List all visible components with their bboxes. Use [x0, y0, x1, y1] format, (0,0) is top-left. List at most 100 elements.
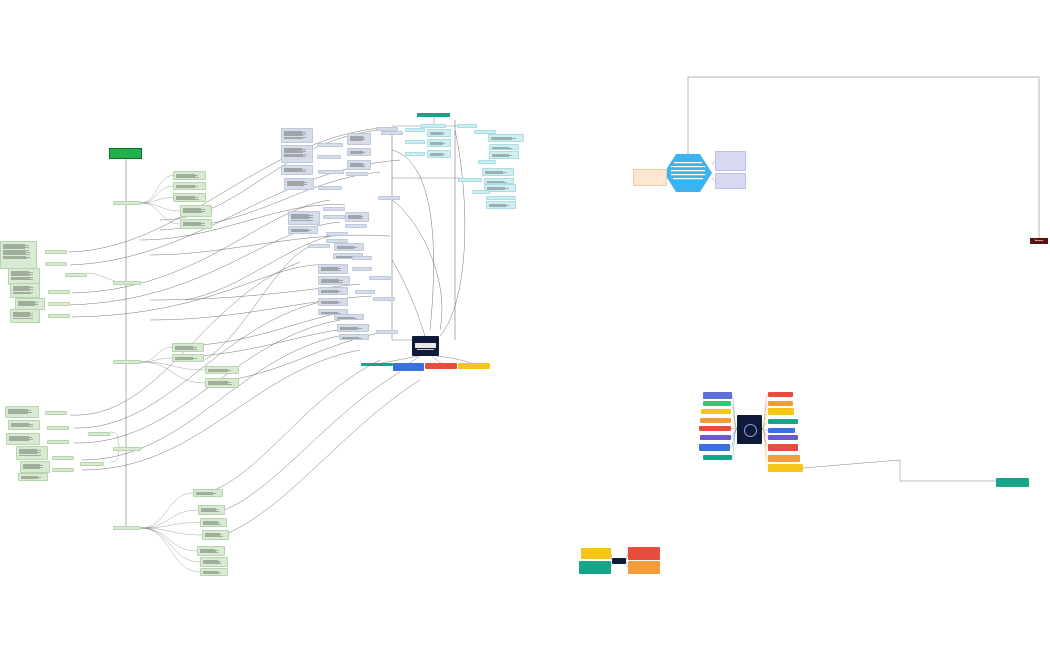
center-blue-node[interactable] [352, 267, 372, 271]
center-blue-node[interactable] [308, 244, 330, 248]
center-blue-node[interactable] [317, 143, 343, 147]
center-blue-node[interactable] [339, 334, 369, 340]
small-map-yellow[interactable] [581, 548, 611, 559]
left-outer-leaf[interactable] [18, 473, 48, 481]
center-blue-node[interactable] [281, 145, 313, 163]
center-blue-node[interactable] [318, 287, 348, 295]
left-mid-node[interactable] [65, 273, 87, 277]
center-blue-node[interactable] [345, 224, 367, 228]
left-leaf-node[interactable] [205, 366, 239, 374]
left-leaf-node[interactable] [202, 530, 229, 540]
center-cyan-node[interactable] [427, 129, 451, 137]
center-blue-node[interactable] [376, 330, 398, 334]
center-blue-node[interactable] [334, 314, 364, 320]
center-badge-red[interactable] [425, 363, 457, 369]
center-cyan-node[interactable] [405, 152, 425, 156]
radial-left-branch[interactable] [701, 409, 731, 414]
center-blue-node[interactable] [288, 211, 320, 225]
left-map-root[interactable] [109, 148, 142, 159]
left-outer-leaf[interactable] [8, 420, 40, 430]
center-blue-node[interactable] [284, 178, 314, 190]
left-leaf-node[interactable] [180, 219, 212, 229]
center-cyan-node[interactable] [427, 139, 451, 147]
left-mid-node[interactable] [45, 262, 67, 266]
left-mid-node[interactable] [48, 302, 70, 306]
left-outer-leaf[interactable] [20, 461, 50, 473]
left-branch-label[interactable] [113, 201, 141, 205]
left-mid-node[interactable] [88, 432, 110, 436]
center-cyan-node[interactable] [458, 178, 482, 182]
center-cyan-node[interactable] [488, 134, 524, 142]
center-cyan-node[interactable] [472, 190, 490, 194]
radial-right-branch[interactable] [768, 428, 795, 433]
left-branch-label[interactable] [113, 526, 141, 530]
center-cyan-node[interactable] [489, 151, 519, 159]
center-blue-node[interactable] [281, 165, 313, 175]
center-blue-node[interactable] [323, 207, 345, 211]
center-blue-node[interactable] [376, 127, 398, 131]
left-mid-node[interactable] [48, 290, 70, 294]
center-badge-yellow[interactable] [458, 363, 490, 369]
radial-right-branch[interactable] [768, 408, 794, 415]
center-blue-node[interactable] [355, 290, 375, 294]
radial-left-branch[interactable] [703, 401, 731, 406]
center-blue-node[interactable] [323, 215, 345, 219]
center-blue-node[interactable] [334, 243, 364, 251]
left-leaf-node[interactable] [200, 518, 227, 527]
left-leaf-node[interactable] [198, 505, 225, 515]
left-outer-leaf[interactable] [0, 241, 37, 269]
center-blue-node[interactable] [317, 155, 341, 159]
center-cyan-node[interactable] [474, 130, 496, 134]
center-blue-node[interactable] [369, 276, 391, 280]
radial-left-branch[interactable] [699, 426, 731, 431]
left-leaf-node[interactable] [193, 489, 223, 497]
small-map-center[interactable] [612, 558, 626, 564]
left-outer-leaf[interactable] [6, 433, 40, 445]
left-branch-label[interactable] [113, 281, 141, 285]
radial-left-branch[interactable] [700, 418, 731, 423]
center-blue-node[interactable] [347, 148, 371, 156]
center-blue-node[interactable] [347, 160, 371, 170]
center-blue-node[interactable] [346, 172, 368, 176]
left-leaf-node[interactable] [173, 193, 206, 202]
left-branch-label[interactable] [113, 447, 141, 451]
center-cyan-node[interactable] [427, 150, 451, 158]
center-cyan-node[interactable] [405, 140, 425, 144]
radial-right-branch[interactable] [768, 401, 793, 406]
left-mid-node[interactable] [52, 468, 74, 472]
center-blue-node[interactable] [326, 239, 348, 243]
left-leaf-node[interactable] [172, 343, 204, 352]
center-blue-node[interactable] [345, 212, 369, 222]
center-cyan-node[interactable] [482, 168, 514, 176]
center-cyan-node[interactable] [478, 160, 496, 164]
center-blue-node[interactable] [318, 186, 342, 190]
hex-right-note-1[interactable] [715, 151, 746, 171]
center-cyan-node[interactable] [405, 128, 425, 132]
radial-left-branch[interactable] [703, 455, 732, 460]
small-map-red[interactable] [628, 547, 660, 560]
radial-right-branch[interactable] [768, 419, 798, 424]
left-mid-node[interactable] [47, 426, 69, 430]
radial-right-branch[interactable] [768, 464, 803, 472]
left-mid-node[interactable] [80, 462, 104, 466]
center-cyan-node[interactable] [489, 144, 519, 150]
footnote-node[interactable] [996, 478, 1029, 487]
center-blue-node[interactable] [378, 196, 400, 200]
small-map-orange[interactable] [628, 561, 660, 574]
center-blue-node[interactable] [352, 256, 372, 260]
center-blue-node[interactable] [337, 324, 369, 332]
center-blue-node[interactable] [281, 128, 313, 143]
left-leaf-node[interactable] [172, 354, 204, 362]
left-outer-leaf[interactable] [5, 406, 39, 418]
left-branch-label[interactable] [113, 360, 141, 364]
center-badge-blue[interactable] [393, 363, 424, 371]
questions-tag[interactable]: Вопросы [1030, 238, 1048, 244]
hex-left-note[interactable] [633, 169, 667, 186]
radial-right-branch[interactable] [768, 455, 800, 462]
hex-node[interactable] [664, 154, 712, 192]
radial-right-branch[interactable] [768, 444, 798, 451]
center-cyan-node[interactable] [484, 178, 514, 184]
center-cyan-node[interactable] [420, 124, 446, 128]
center-cyan-node[interactable] [486, 201, 516, 209]
